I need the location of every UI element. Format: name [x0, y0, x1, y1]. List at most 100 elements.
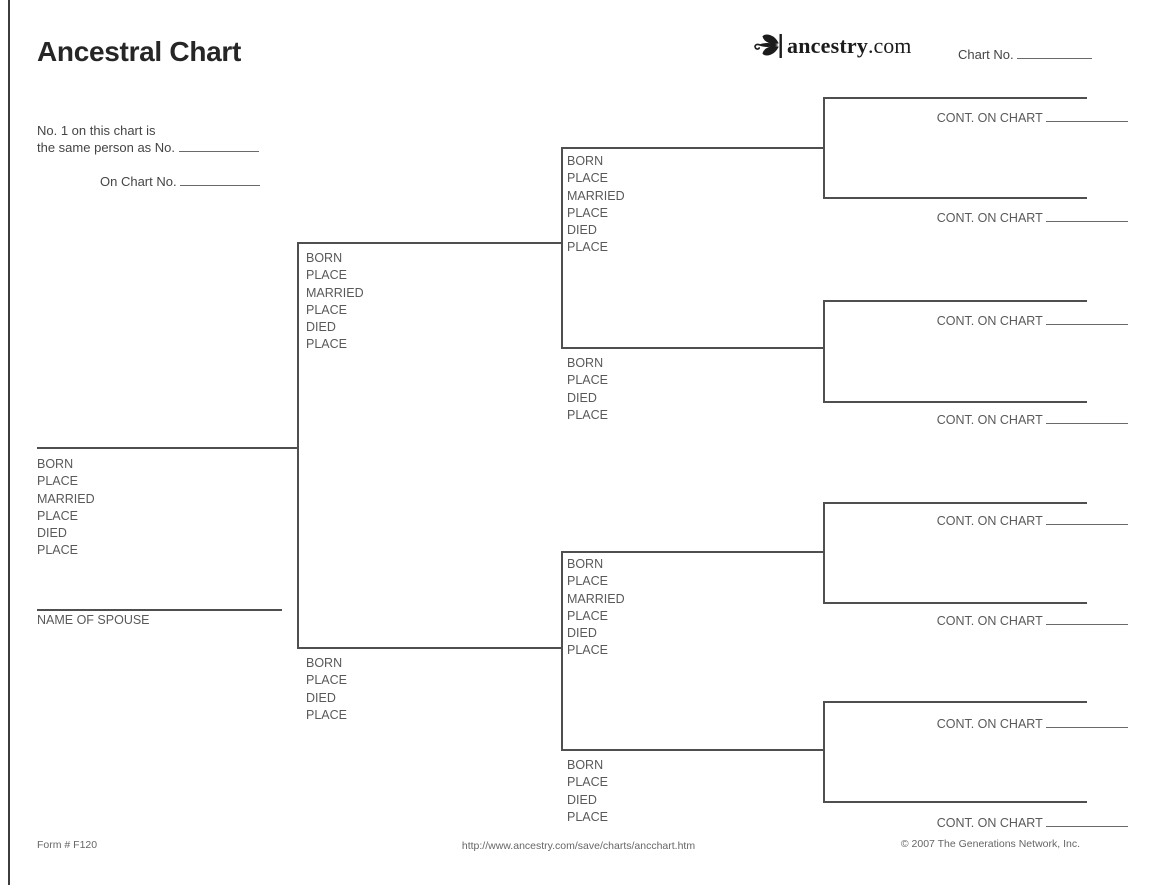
cont-on-chart-slot-4: CONT. ON CHART [937, 412, 1128, 427]
father-name-line [297, 242, 563, 244]
cont-on-chart-blank-line [1046, 110, 1128, 122]
great-grandparents-bracket-2-line [823, 300, 825, 403]
field-label: BORN [567, 758, 604, 772]
spouse-name-line [37, 609, 282, 611]
field-label: DIED [306, 690, 336, 705]
field-label: PLACE [567, 373, 608, 388]
form-number: Form # F120 [37, 839, 98, 851]
reference-note-line1: No. 1 on this chart is [37, 123, 156, 138]
great-grandparent-7-name-line [823, 701, 1087, 703]
maternal-grandmother-name-line [561, 749, 825, 751]
paternal-grandmother-fields: BORN PLACE DIED PLACE [567, 355, 608, 424]
field-label: PLACE [306, 673, 347, 688]
field-label: PLACE [37, 508, 78, 523]
logo-brand: ancestry [787, 33, 869, 58]
same-person-no-blank-line [178, 140, 259, 152]
great-grandparents-bracket-4-line [823, 701, 825, 803]
logo-wordmark: ancestry.com [787, 33, 911, 59]
cont-on-chart-blank-line [1046, 210, 1128, 222]
field-label: PLACE [567, 775, 608, 790]
page-title: Ancestral Chart [37, 36, 242, 67]
field-label: PLACE [37, 543, 78, 558]
field-label: PLACE [567, 171, 608, 186]
cont-on-chart-slot-2: CONT. ON CHART [937, 210, 1128, 225]
field-label: MARRIED [37, 491, 95, 506]
mother-fields: BORN PLACE DIED PLACE [306, 655, 347, 724]
cont-on-chart-blank-line [1046, 815, 1128, 827]
field-label: DIED [37, 526, 67, 541]
field-label: BORN [37, 457, 74, 471]
paternal-grandparents-bracket-line [561, 147, 563, 349]
great-grandparents-bracket-3-line [823, 502, 825, 604]
cont-on-chart-slot-5: CONT. ON CHART [937, 513, 1128, 528]
field-label: DIED [567, 792, 597, 807]
field-label: MARRIED [567, 591, 625, 606]
great-grandparent-8-name-line [823, 801, 1087, 803]
ancestry-leaf-icon [753, 31, 785, 61]
maternal-grandfather-name-line [561, 551, 825, 553]
cont-on-chart-blank-line [1046, 716, 1128, 728]
field-label: DIED [567, 390, 597, 405]
field-label: PLACE [306, 302, 347, 317]
reference-note-line3: On Chart No. [100, 174, 261, 189]
great-grandparent-6-name-line [823, 602, 1087, 604]
paternal-grandfather-name-line [561, 147, 825, 149]
great-grandparent-5-name-line [823, 502, 1087, 504]
person1-name-line [37, 447, 299, 449]
great-grandparent-2-name-line [823, 197, 1087, 199]
field-label: BORN [567, 356, 604, 370]
cont-on-chart-slot-7: CONT. ON CHART [937, 716, 1128, 731]
field-label: BORN [306, 251, 343, 265]
reference-note-line2: the same person as No. [37, 139, 259, 156]
ancestry-logo: ancestry.com [753, 31, 911, 61]
chart-no-blank-line [1017, 47, 1093, 59]
cont-on-chart-slot-3: CONT. ON CHART [937, 313, 1128, 328]
field-label: PLACE [567, 240, 608, 255]
field-label: PLACE [37, 474, 78, 489]
maternal-grandparents-bracket-line [561, 551, 563, 751]
person1-fields: BORN PLACE MARRIED PLACE DIED PLACE [37, 456, 95, 560]
field-label: PLACE [567, 407, 608, 422]
cont-on-chart-blank-line [1046, 412, 1128, 424]
field-label: DIED [567, 223, 597, 238]
cont-on-chart-slot-1: CONT. ON CHART [937, 110, 1128, 125]
field-label: PLACE [306, 268, 347, 283]
cont-on-chart-blank-line [1046, 513, 1128, 525]
field-label: DIED [567, 626, 597, 641]
chart-no-label: Chart No. [958, 47, 1014, 62]
cont-on-chart-blank-line [1046, 613, 1128, 625]
cont-on-chart-slot-6: CONT. ON CHART [937, 613, 1128, 628]
field-label: BORN [567, 154, 604, 168]
paternal-grandmother-name-line [561, 347, 825, 349]
name-of-spouse-label: NAME OF SPOUSE [37, 613, 150, 627]
parents-bracket-line [297, 242, 299, 649]
field-label: MARRIED [567, 188, 625, 203]
field-label: DIED [306, 320, 336, 335]
field-label: PLACE [306, 707, 347, 722]
field-label: BORN [567, 557, 604, 571]
cont-on-chart-blank-line [1046, 313, 1128, 325]
great-grandparent-4-name-line [823, 401, 1087, 403]
field-label: MARRIED [306, 285, 364, 300]
field-label: PLACE [567, 608, 608, 623]
footer-url: http://www.ancestry.com/save/charts/ancc… [461, 840, 696, 852]
great-grandparents-bracket-1-line [823, 97, 825, 199]
paternal-grandfather-fields: BORN PLACE MARRIED PLACE DIED PLACE [567, 153, 625, 257]
mother-name-line [297, 647, 563, 649]
copyright: © 2007 The Generations Network, Inc. [900, 838, 1080, 850]
maternal-grandfather-fields: BORN PLACE MARRIED PLACE DIED PLACE [567, 556, 625, 660]
great-grandparent-3-name-line [823, 300, 1087, 302]
logo-tld: .com [868, 33, 912, 58]
great-grandparent-1-name-line [823, 97, 1087, 99]
field-label: PLACE [567, 574, 608, 589]
field-label: BORN [306, 656, 343, 670]
field-label: PLACE [567, 205, 608, 220]
cont-on-chart-slot-8: CONT. ON CHART [937, 815, 1128, 830]
page-left-edge [8, 0, 10, 885]
reference-note: No. 1 on this chart is the same person a… [37, 122, 259, 156]
chart-no-field: Chart No. [958, 47, 1093, 62]
field-label: PLACE [567, 643, 608, 658]
